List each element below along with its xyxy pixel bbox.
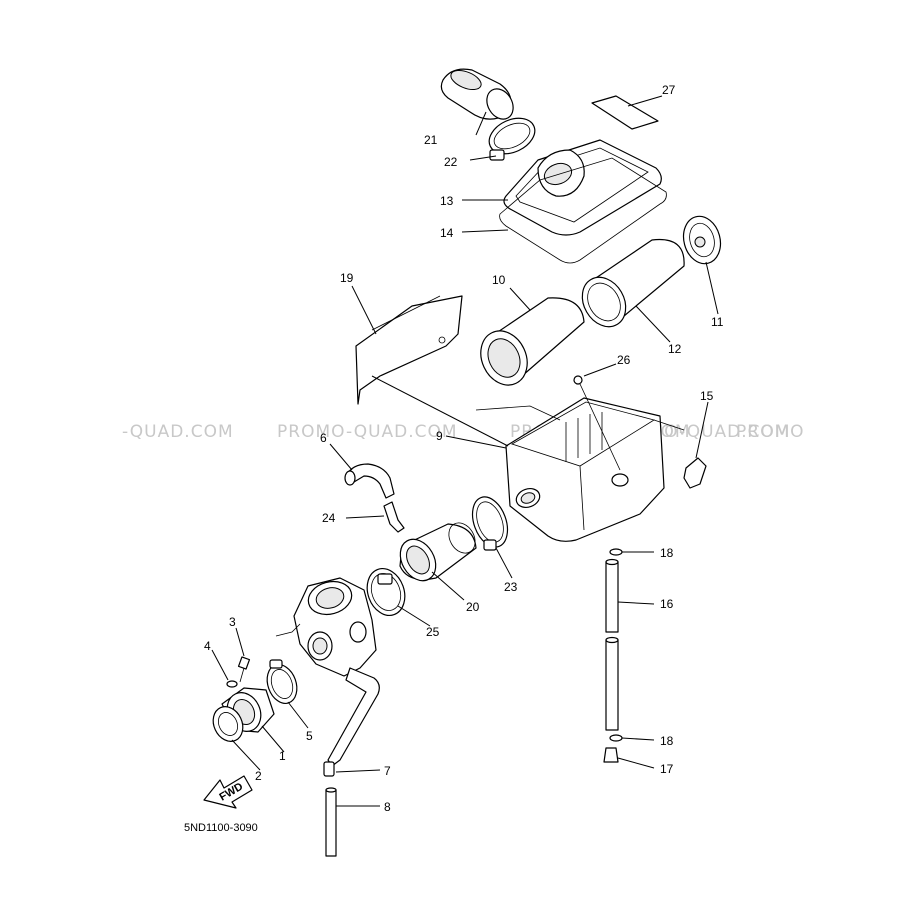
callout-22: 22 — [444, 155, 458, 169]
callout-12: 12 — [668, 342, 682, 356]
part-18-clip-lower — [609, 734, 623, 742]
part-21-intake-joint — [440, 68, 514, 120]
callout-25: 25 — [426, 625, 440, 639]
part-3-bolt — [237, 656, 251, 683]
callout-24: 24 — [322, 511, 336, 525]
part-24-fitting — [383, 501, 405, 533]
callout-9: 9 — [436, 429, 443, 443]
watermark-1: PROMO-QUAD.COM — [277, 422, 458, 442]
callout-27: 27 — [662, 83, 676, 97]
callout-16: 16 — [660, 597, 674, 611]
callout-21: 21 — [424, 133, 438, 147]
part-15-clip — [683, 457, 707, 489]
part-19-heat-shield — [355, 295, 463, 405]
callout-11: 11 — [711, 315, 724, 329]
callout-15: 15 — [700, 389, 714, 403]
fwd-arrow: FWD — [203, 775, 253, 809]
part-9-air-filter-case — [475, 397, 685, 542]
part-5-clamp — [266, 659, 298, 704]
callout-3: 3 — [229, 615, 236, 629]
callout-18-upper: 18 — [660, 546, 674, 560]
part-2-gasket — [212, 706, 244, 742]
part-17-plug — [603, 747, 619, 763]
callout-19: 19 — [340, 271, 354, 285]
watermark-4: PROMO — [736, 422, 805, 442]
callout-4: 4 — [204, 639, 211, 653]
part-12-filter-sleeve — [581, 238, 685, 328]
part-20-air-duct — [399, 522, 477, 582]
carburetor-assembly — [275, 577, 380, 767]
watermark-left-fragment: -QUAD.COM — [122, 422, 234, 442]
part-26-screw — [573, 375, 621, 471]
part-16-drain-hose — [605, 558, 619, 731]
part-23-clamp — [471, 496, 509, 551]
leader-lines — [211, 95, 719, 807]
part-6-hose — [344, 463, 395, 499]
part-14-cover-seal — [499, 157, 667, 264]
callout-7: 7 — [384, 764, 391, 778]
callout-10: 10 — [492, 273, 506, 287]
callout-2: 2 — [255, 769, 262, 783]
callout-8: 8 — [384, 800, 391, 814]
part-10-filter-element — [480, 297, 585, 386]
callout-18-lower: 18 — [660, 734, 674, 748]
part-7-plug — [323, 761, 335, 777]
callout-20: 20 — [466, 600, 480, 614]
part-13-case-cover — [503, 139, 662, 236]
part-18-clip-upper — [609, 548, 623, 556]
callout-13: 13 — [440, 194, 454, 208]
part-25-clamp — [366, 568, 406, 616]
part-4-washer — [226, 680, 238, 688]
callout-26: 26 — [617, 353, 631, 367]
part-11-cap — [682, 215, 722, 265]
callout-5: 5 — [306, 729, 313, 743]
catalog-code: 5ND1100-3090 — [184, 822, 258, 834]
part-number-labels: 1 2 3 4 5 6 7 8 9 10 11 12 13 14 15 16 1… — [204, 83, 724, 814]
callout-23: 23 — [504, 580, 518, 594]
callout-1: 1 — [279, 749, 286, 763]
callout-17: 17 — [660, 762, 674, 776]
callout-14: 14 — [440, 226, 454, 240]
part-8-drain-hose — [325, 787, 337, 857]
part-27-label-sticker — [591, 95, 659, 130]
callout-6: 6 — [320, 431, 327, 445]
part-22-clamp — [488, 117, 536, 161]
